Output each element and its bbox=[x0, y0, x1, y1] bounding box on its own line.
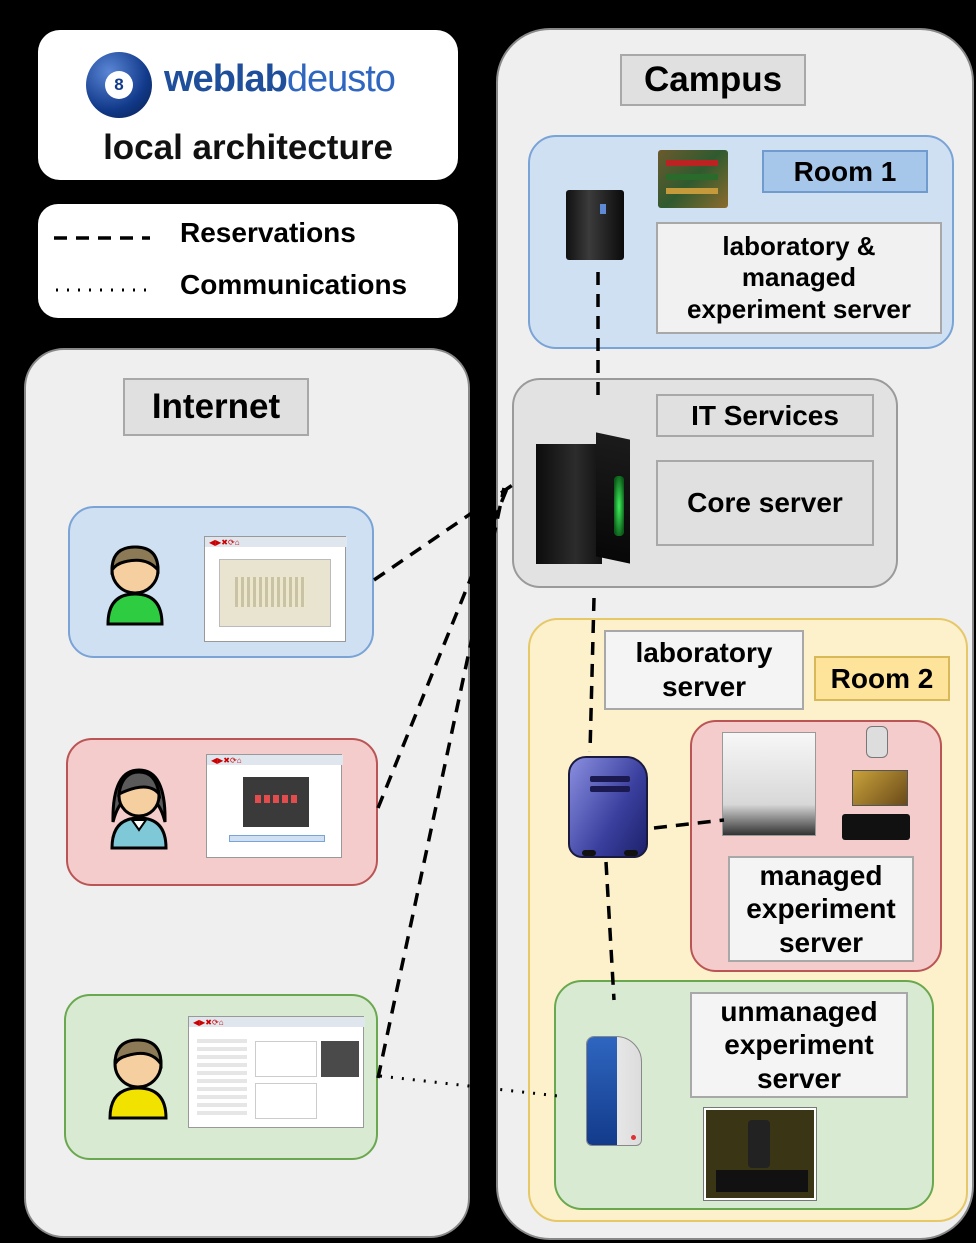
fpga-board-icon bbox=[852, 770, 908, 806]
camera-device-photo bbox=[703, 1107, 817, 1201]
room2-title: Room 2 bbox=[814, 656, 950, 701]
user-avatar-green-icon bbox=[106, 545, 164, 626]
weblab-box-photo bbox=[722, 732, 816, 836]
ball-number: 8 bbox=[105, 71, 133, 99]
room1-server-label: laboratory & managed experiment server bbox=[656, 222, 942, 334]
webcam-icon bbox=[866, 726, 888, 758]
browser-toolbar-icons: ◀▶✖⟳⌂ bbox=[209, 538, 240, 547]
browser-thumbnail-2: ◀▶✖⟳⌂ bbox=[206, 754, 343, 858]
circuit-board-icon bbox=[658, 150, 728, 208]
brand-name: weblabdeusto bbox=[164, 58, 396, 101]
unmanaged-label: unmanaged experiment server bbox=[690, 992, 908, 1098]
legend-communications: Communications bbox=[180, 269, 408, 300]
core-server-icon bbox=[536, 432, 632, 566]
unmanaged-text: unmanaged experiment server bbox=[720, 995, 878, 1094]
browser-thumbnail-1: ◀▶✖⟳⌂ bbox=[204, 536, 347, 642]
user-avatar-yellow-icon bbox=[108, 1038, 168, 1120]
user-avatar-female-icon bbox=[110, 768, 168, 850]
browser-toolbar-icons: ◀▶✖⟳⌂ bbox=[211, 756, 242, 765]
weblab-ball-icon: 8 bbox=[86, 52, 152, 118]
browser-thumbnail-3: ◀▶✖⟳⌂ bbox=[188, 1016, 365, 1128]
managed-label: managed experiment server bbox=[728, 856, 914, 962]
lab-server-text: laboratory server bbox=[635, 637, 773, 702]
logo-subtitle: local architecture bbox=[103, 128, 393, 167]
campus-title: Campus bbox=[620, 54, 806, 106]
browser-toolbar-icons: ◀▶✖⟳⌂ bbox=[193, 1018, 224, 1027]
room1-server-text: laboratory & managed experiment server bbox=[686, 231, 912, 324]
black-device-icon bbox=[842, 814, 910, 840]
core-server-label: Core server bbox=[656, 460, 874, 546]
internet-title: Internet bbox=[123, 378, 309, 436]
legend-box: Reservations Communications bbox=[38, 204, 458, 318]
lab-server-icon bbox=[568, 756, 648, 858]
brand-light: deusto bbox=[286, 58, 396, 100]
unmanaged-server-icon bbox=[586, 1036, 642, 1146]
lab-server-label: laboratory server bbox=[604, 630, 804, 710]
legend-reservations: Reservations bbox=[180, 217, 356, 248]
managed-text: managed experiment server bbox=[746, 859, 896, 958]
logo-box: 8 weblabdeusto local architecture bbox=[38, 30, 458, 180]
it-services-title: IT Services bbox=[656, 394, 874, 437]
room1-server-icon bbox=[566, 190, 624, 260]
legend-lines bbox=[54, 236, 150, 292]
brand-bold: weblab bbox=[164, 58, 288, 100]
room1-title: Room 1 bbox=[762, 150, 928, 193]
